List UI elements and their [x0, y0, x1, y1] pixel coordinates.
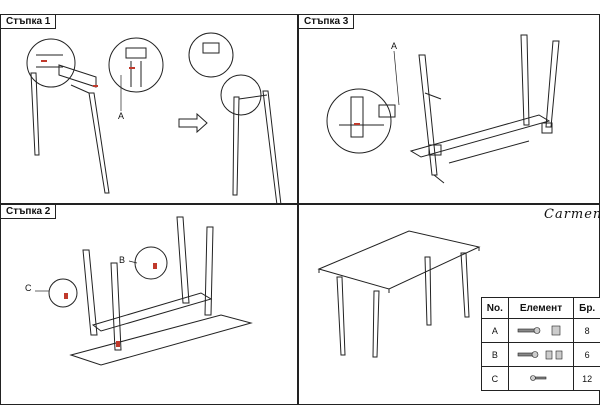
step-3-illustration: [299, 15, 600, 205]
row-qty: 12: [574, 367, 600, 391]
part-b-icon: [508, 343, 574, 367]
row-id: A: [482, 319, 509, 343]
parts-table: No. Елемент Бр. A 8 B: [481, 297, 600, 391]
step-2-panel: Стъпка 2 B C: [0, 204, 298, 405]
callout-a-label: A: [118, 111, 124, 121]
step-2-illustration: [1, 205, 299, 406]
step-3-panel: Стъпка 3 A: [298, 14, 600, 204]
row-qty: 6: [574, 343, 600, 367]
row-id: B: [482, 343, 509, 367]
table-row: C 12: [482, 367, 600, 391]
part-c-icon: [508, 367, 574, 391]
col-qty: Бр.: [574, 298, 600, 319]
row-id: C: [482, 367, 509, 391]
table-row: A 8: [482, 319, 600, 343]
callout-a-label-step3: A: [391, 41, 397, 51]
step-1-panel: Стъпка 1: [0, 14, 298, 204]
table-row: B 6: [482, 343, 600, 367]
part-a-icon: [508, 319, 574, 343]
callout-c-label: C: [25, 283, 32, 293]
assembled-panel: Carmen No. Елемент Бр. A: [298, 204, 600, 405]
step-1-illustration: [1, 15, 299, 205]
row-qty: 8: [574, 319, 600, 343]
callout-b-label: B: [119, 255, 125, 265]
col-element: Елемент: [508, 298, 574, 319]
col-no: No.: [482, 298, 509, 319]
